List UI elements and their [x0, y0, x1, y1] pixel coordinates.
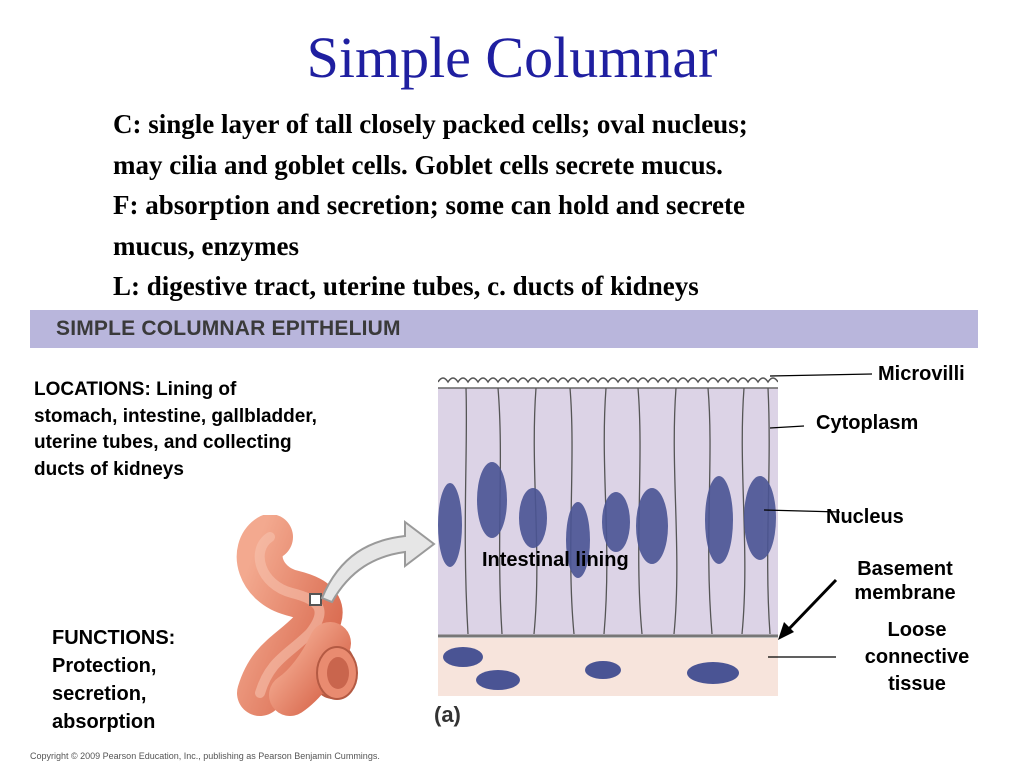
tissue-illustration [438, 377, 778, 696]
connective-nuclei [443, 647, 739, 690]
basement-membrane-line: membrane [854, 582, 956, 604]
microvilli-border [438, 377, 778, 384]
microvilli-label: Microvilli [878, 363, 965, 385]
description-line: L: digestive tract, uterine tubes, c. du… [113, 271, 699, 301]
description-line: may cilia and goblet cells. Goblet cells… [113, 149, 723, 180]
functions-line: FUNCTIONS: [52, 627, 176, 649]
description-line: F: absorption and secretion; some can ho… [113, 190, 745, 220]
cytoplasm-leader [769, 425, 805, 429]
functions-text: FUNCTIONS: Protection, secretion, absorp… [52, 624, 175, 736]
cytoplasm-label: Cytoplasm [816, 412, 919, 434]
magnified-region-marker [309, 593, 322, 606]
microvilli-leader [769, 373, 873, 377]
locations-line: uterine tubes, and collecting [34, 432, 292, 453]
loose-connective-line: connective [864, 646, 970, 668]
slide-title: Simple Columnar [306, 25, 718, 90]
magnification-arrow [320, 519, 436, 604]
loose-connective-line: Loose [887, 619, 947, 641]
cell-boundaries [464, 387, 771, 635]
nucleus-leader [763, 509, 841, 513]
description-line: C: single layer of tall closely packed c… [113, 109, 748, 139]
copyright-notice: Copyright © 2009 Pearson Education, Inc.… [30, 751, 380, 761]
nuclei [438, 462, 776, 578]
figure-banner [30, 310, 978, 348]
functions-line: absorption [52, 711, 156, 733]
intestine-illustration [236, 515, 358, 716]
locations-line: LOCATIONS: Lining of [34, 379, 237, 400]
locations-line: stomach, intestine, gallbladder, [34, 405, 317, 427]
locations-line: ducts of kidneys [34, 458, 184, 480]
nucleus-label: Nucleus [826, 506, 904, 528]
loose-connective-line: tissue [888, 673, 946, 695]
functions-line: secretion, [52, 683, 147, 705]
functions-line: Protection, [52, 655, 157, 677]
basement-membrane-arrow [784, 578, 838, 634]
description: C: single layer of tall closely packed c… [113, 104, 973, 307]
intestinal-lining-label: Intestinal lining [482, 549, 629, 571]
basement-membrane-label: Basement membrane [838, 557, 972, 605]
figure-banner-title: SIMPLE COLUMNAR EPITHELIUM [56, 317, 401, 340]
basement-membrane-line: Basement [857, 558, 953, 580]
panel-caption: (a) [434, 702, 461, 727]
description-line: mucus, enzymes [113, 230, 299, 261]
locations-text: LOCATIONS: Lining of stomach, intestine,… [34, 377, 414, 483]
loose-connective-label: Loose connective tissue [846, 617, 988, 698]
label-leader-lines [763, 373, 873, 658]
